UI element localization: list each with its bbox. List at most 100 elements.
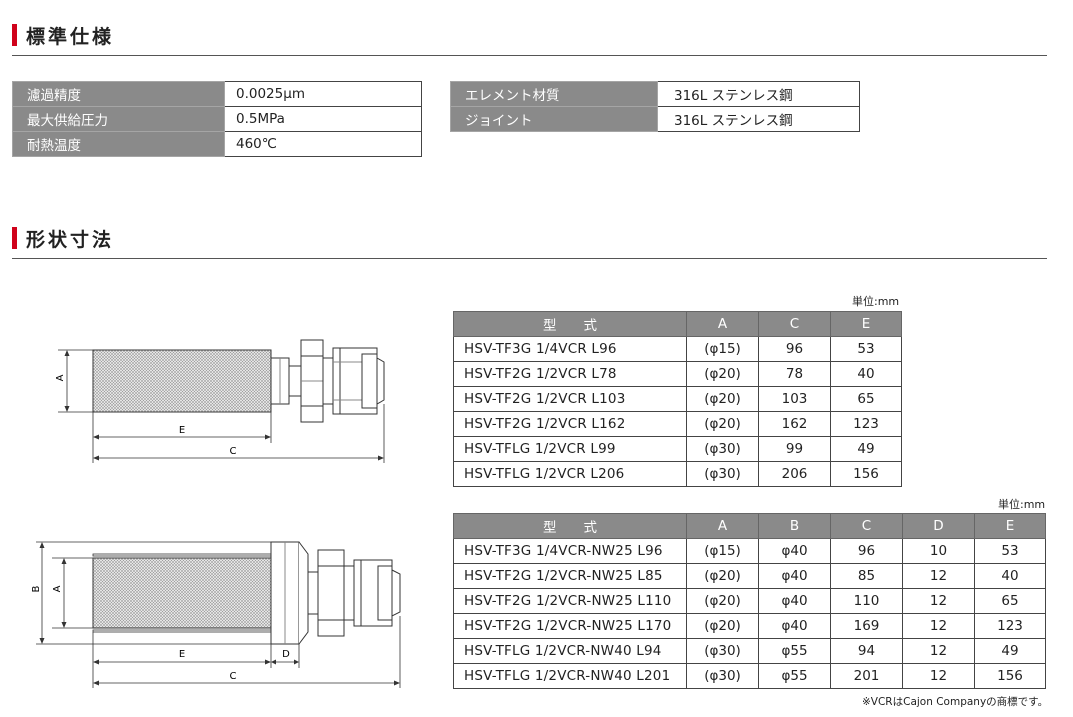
model-cell: HSV-TFLG 1/2VCR-NW40 L201 bbox=[453, 663, 687, 689]
table-row: HSV-TF2G 1/2VCR L78 (φ20) 78 40 bbox=[453, 361, 902, 387]
col-header: 型 式 bbox=[453, 311, 687, 337]
spec-value: 316L ステンレス鋼 bbox=[657, 81, 860, 107]
value-cell: 123 bbox=[974, 613, 1046, 639]
col-header: C bbox=[758, 311, 831, 337]
value-cell: 206 bbox=[758, 461, 831, 487]
heading-marker bbox=[12, 227, 17, 249]
model-cell: HSV-TF3G 1/4VCR-NW25 L96 bbox=[453, 538, 687, 564]
spec-value: 316L ステンレス鋼 bbox=[657, 106, 860, 132]
col-header: D bbox=[902, 513, 975, 539]
value-cell: 110 bbox=[830, 588, 903, 614]
table-row: 最大供給圧力 0.5MPa bbox=[12, 106, 422, 132]
spec-title: 標準仕様 bbox=[26, 25, 115, 48]
spec-table-right: エレメント材質 316L ステンレス鋼 ジョイント 316L ステンレス鋼 bbox=[450, 81, 860, 132]
dimension-label-c: C bbox=[230, 671, 237, 682]
spec-label: エレメント材質 bbox=[450, 81, 658, 107]
unit-label: 単位:mm bbox=[852, 295, 900, 308]
value-cell: 162 bbox=[758, 411, 831, 437]
value-cell: 65 bbox=[974, 588, 1046, 614]
model-cell: HSV-TF2G 1/2VCR-NW25 L110 bbox=[453, 588, 687, 614]
table-row: エレメント材質 316L ステンレス鋼 bbox=[450, 81, 860, 107]
value-cell: (φ20) bbox=[686, 588, 759, 614]
dimension-label-e: E bbox=[179, 649, 185, 660]
value-cell: 49 bbox=[830, 436, 902, 462]
dim-title: 形状寸法 bbox=[26, 228, 115, 251]
value-cell: φ55 bbox=[758, 663, 831, 689]
dimension-label-a: A bbox=[52, 585, 63, 592]
value-cell: 78 bbox=[758, 361, 831, 387]
col-header: E bbox=[974, 513, 1046, 539]
table-row: 濾過精度 0.0025µm bbox=[12, 81, 422, 107]
footnote: ※VCRはCajon Companyの商標です。 bbox=[862, 696, 1049, 708]
value-cell: 156 bbox=[974, 663, 1046, 689]
value-cell: 99 bbox=[758, 436, 831, 462]
spec-value: 0.5MPa bbox=[224, 106, 422, 132]
dimension-table-vcr: 型 式 A C E HSV-TF3G 1/4VCR L96 (φ15) 96 5… bbox=[453, 311, 902, 487]
value-cell: 40 bbox=[974, 563, 1046, 589]
dim-divider bbox=[12, 258, 1047, 259]
model-cell: HSV-TF2G 1/2VCR-NW25 L85 bbox=[453, 563, 687, 589]
model-cell: HSV-TFLG 1/2VCR-NW40 L94 bbox=[453, 638, 687, 664]
table-row: HSV-TFLG 1/2VCR L99 (φ30) 99 49 bbox=[453, 436, 902, 462]
model-cell: HSV-TF2G 1/2VCR-NW25 L170 bbox=[453, 613, 687, 639]
model-cell: HSV-TF2G 1/2VCR L78 bbox=[453, 361, 687, 387]
unit-label: 単位:mm bbox=[998, 498, 1046, 511]
col-header: C bbox=[830, 513, 903, 539]
value-cell: (φ20) bbox=[686, 411, 759, 437]
spec-label: 最大供給圧力 bbox=[12, 106, 225, 132]
spec-label: ジョイント bbox=[450, 106, 658, 132]
table-row: HSV-TF3G 1/4VCR L96 (φ15) 96 53 bbox=[453, 336, 902, 362]
dim-heading: 形状寸法 bbox=[12, 225, 114, 251]
value-cell: 12 bbox=[902, 613, 975, 639]
table-row: HSV-TF2G 1/2VCR L103 (φ20) 103 65 bbox=[453, 386, 902, 412]
col-header: A bbox=[686, 311, 759, 337]
value-cell: (φ30) bbox=[686, 436, 759, 462]
col-header: A bbox=[686, 513, 759, 539]
spec-label: 耐熱温度 bbox=[12, 131, 225, 157]
col-header: E bbox=[830, 311, 902, 337]
spec-value: 460℃ bbox=[224, 131, 422, 157]
value-cell: 53 bbox=[830, 336, 902, 362]
heading-marker bbox=[12, 24, 17, 46]
dimension-label-e: E bbox=[179, 425, 185, 436]
value-cell: φ55 bbox=[758, 638, 831, 664]
value-cell: 10 bbox=[902, 538, 975, 564]
value-cell: 12 bbox=[902, 663, 975, 689]
spec-table-left: 濾過精度 0.0025µm 最大供給圧力 0.5MPa 耐熱温度 460℃ bbox=[12, 81, 422, 157]
model-cell: HSV-TF2G 1/2VCR L103 bbox=[453, 386, 687, 412]
value-cell: 12 bbox=[902, 638, 975, 664]
table-row: HSV-TF2G 1/2VCR-NW25 L170 (φ20) φ40 169 … bbox=[453, 613, 1046, 639]
value-cell: (φ30) bbox=[686, 461, 759, 487]
filter-diagram-nw: B A E D C bbox=[31, 541, 401, 688]
value-cell: 169 bbox=[830, 613, 903, 639]
value-cell: 96 bbox=[758, 336, 831, 362]
spec-value: 0.0025µm bbox=[224, 81, 422, 107]
table-header-row: 型 式 A C E bbox=[453, 311, 902, 337]
value-cell: (φ30) bbox=[686, 663, 759, 689]
value-cell: (φ15) bbox=[686, 538, 759, 564]
value-cell: 156 bbox=[830, 461, 902, 487]
dimension-table-nw: 型 式 A B C D E HSV-TF3G 1/4VCR-NW25 L96 (… bbox=[453, 513, 1046, 689]
value-cell: 96 bbox=[830, 538, 903, 564]
dimension-label-d: D bbox=[282, 649, 290, 660]
value-cell: φ40 bbox=[758, 563, 831, 589]
col-header: B bbox=[758, 513, 831, 539]
value-cell: 123 bbox=[830, 411, 902, 437]
value-cell: (φ20) bbox=[686, 386, 759, 412]
table-row: HSV-TF2G 1/2VCR L162 (φ20) 162 123 bbox=[453, 411, 902, 437]
model-cell: HSV-TF2G 1/2VCR L162 bbox=[453, 411, 687, 437]
value-cell: (φ15) bbox=[686, 336, 759, 362]
table-row: HSV-TFLG 1/2VCR L206 (φ30) 206 156 bbox=[453, 461, 902, 487]
spec-heading: 標準仕様 bbox=[12, 22, 114, 48]
value-cell: 65 bbox=[830, 386, 902, 412]
table-row: HSV-TF2G 1/2VCR-NW25 L85 (φ20) φ40 85 12… bbox=[453, 563, 1046, 589]
model-cell: HSV-TF3G 1/4VCR L96 bbox=[453, 336, 687, 362]
dimension-label-a: A bbox=[55, 374, 66, 381]
value-cell: 201 bbox=[830, 663, 903, 689]
value-cell: 12 bbox=[902, 563, 975, 589]
value-cell: 12 bbox=[902, 588, 975, 614]
table-row: HSV-TF2G 1/2VCR-NW25 L110 (φ20) φ40 110 … bbox=[453, 588, 1046, 614]
model-cell: HSV-TFLG 1/2VCR L99 bbox=[453, 436, 687, 462]
model-cell: HSV-TFLG 1/2VCR L206 bbox=[453, 461, 687, 487]
table-row: HSV-TF3G 1/4VCR-NW25 L96 (φ15) φ40 96 10… bbox=[453, 538, 1046, 564]
